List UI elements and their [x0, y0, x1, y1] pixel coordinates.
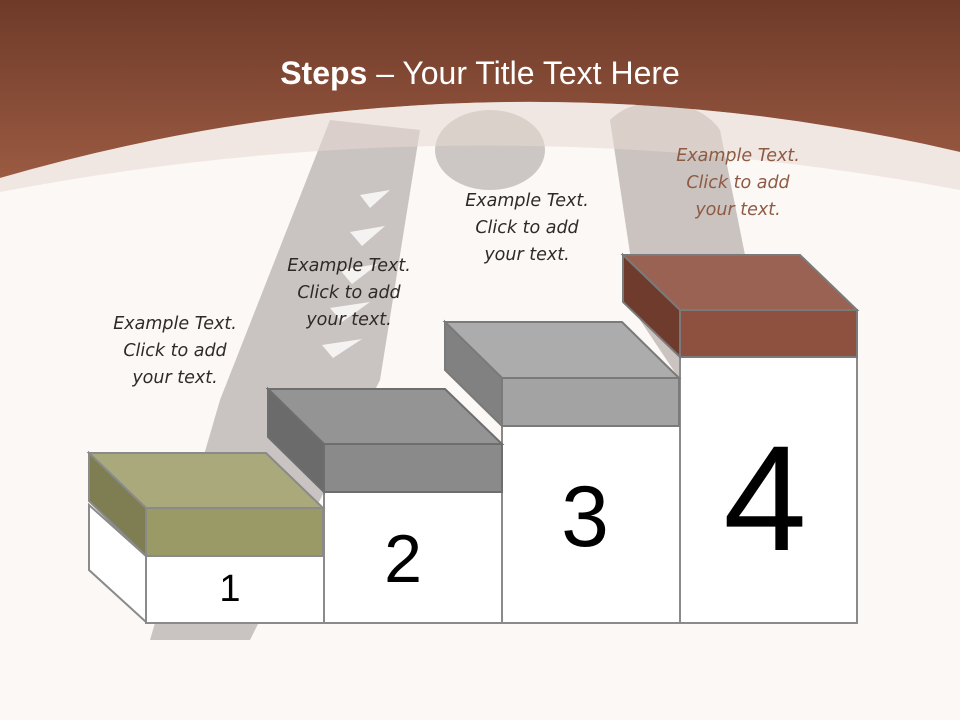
step-3-block [442, 319, 682, 624]
slide-title[interactable]: Steps – Your Title Text Here [0, 55, 960, 92]
step-1-caption[interactable]: Example Text. Click to add your text. [113, 314, 237, 388]
header-band [0, 0, 960, 178]
step-4-block [620, 252, 860, 624]
step-1-block [86, 450, 326, 625]
step-1-number: 1 [219, 568, 241, 610]
header-curve [0, 101, 960, 192]
step-2-number: 2 [384, 521, 422, 597]
title-bold: Steps [280, 55, 368, 91]
step-2-caption[interactable]: Example Text. Click to add your text. [287, 256, 411, 330]
step-4-caption[interactable]: Example Text. Click to add your text. [676, 146, 800, 220]
title-rest: – Your Title Text Here [367, 55, 680, 91]
step-4-number: 4 [723, 414, 807, 582]
step-3-caption[interactable]: Example Text. Click to add your text. [465, 191, 589, 265]
step-2-block [265, 386, 505, 624]
step-3-number: 3 [561, 469, 609, 565]
